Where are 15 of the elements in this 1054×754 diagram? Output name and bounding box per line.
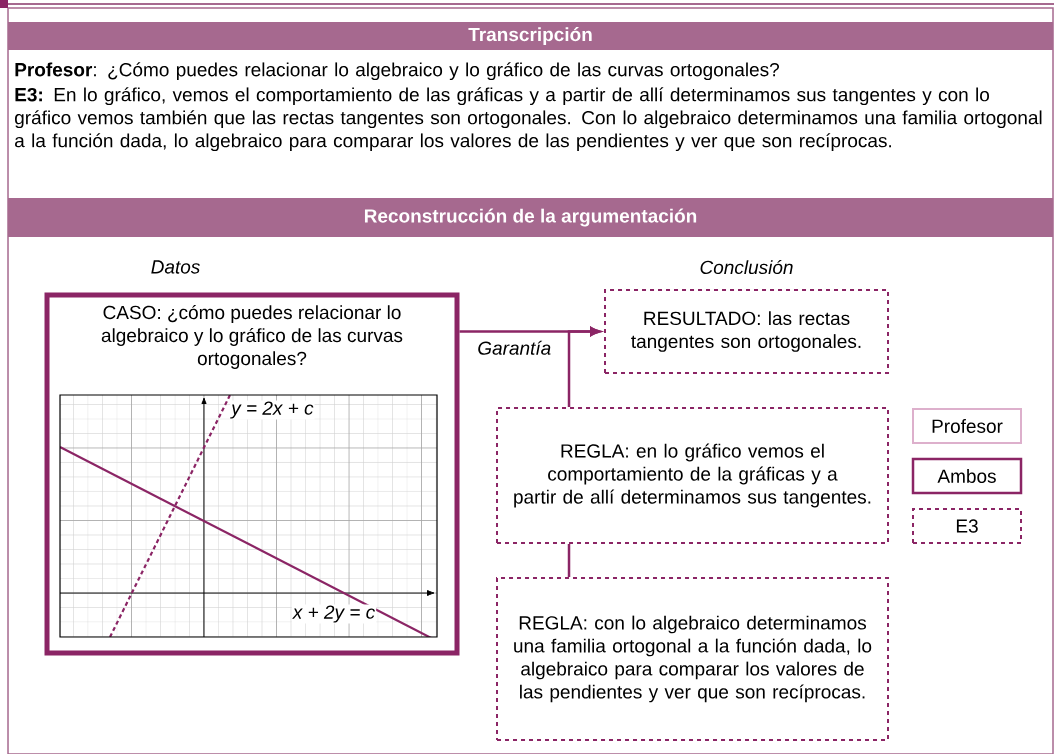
equation-label: x + 2y = c bbox=[291, 604, 377, 624]
legend-box: E3 bbox=[912, 508, 1022, 544]
section-header: Transcripción bbox=[8, 22, 1053, 50]
section-header: Reconstrucción de la argumentación bbox=[8, 198, 1053, 237]
argument-box: RESULTADO: las rectas tangentes son ortogonales. bbox=[604, 289, 889, 374]
legend-box: Profesor bbox=[912, 408, 1022, 444]
argument-box: REGLA: con lo algebraico determinamos una familia ortogonal a la función dada, lo algebraico para comparar los valores de las pendientes y ver que son recíprocas. bbox=[496, 577, 889, 741]
transcript-text: E3: En lo gráfico, vemos el comportamiento de las gráficas y a partir de allí determinamos sus tangentes y con lo gráfico vemos también que las rectas tangentes son ortogonales. Con lo algebraico determinamos una familia ortogonal a la función dada, lo algebraico para comparar los valores de las pendientes y ver que son recíprocas. bbox=[15, 87, 1042, 152]
column-heading: Datos bbox=[151, 260, 200, 274]
legend-box: Ambos bbox=[911, 457, 1023, 495]
edge-label: Garantía bbox=[476, 339, 553, 356]
connector bbox=[567, 544, 571, 577]
column-heading: Conclusión bbox=[700, 259, 793, 275]
equation-label: y = 2x + c bbox=[230, 400, 315, 420]
argument-box: REGLA: en lo gráfico vemos el comportamiento de la gráficas y a partir de allí determinamos sus tangentes. bbox=[496, 407, 889, 544]
